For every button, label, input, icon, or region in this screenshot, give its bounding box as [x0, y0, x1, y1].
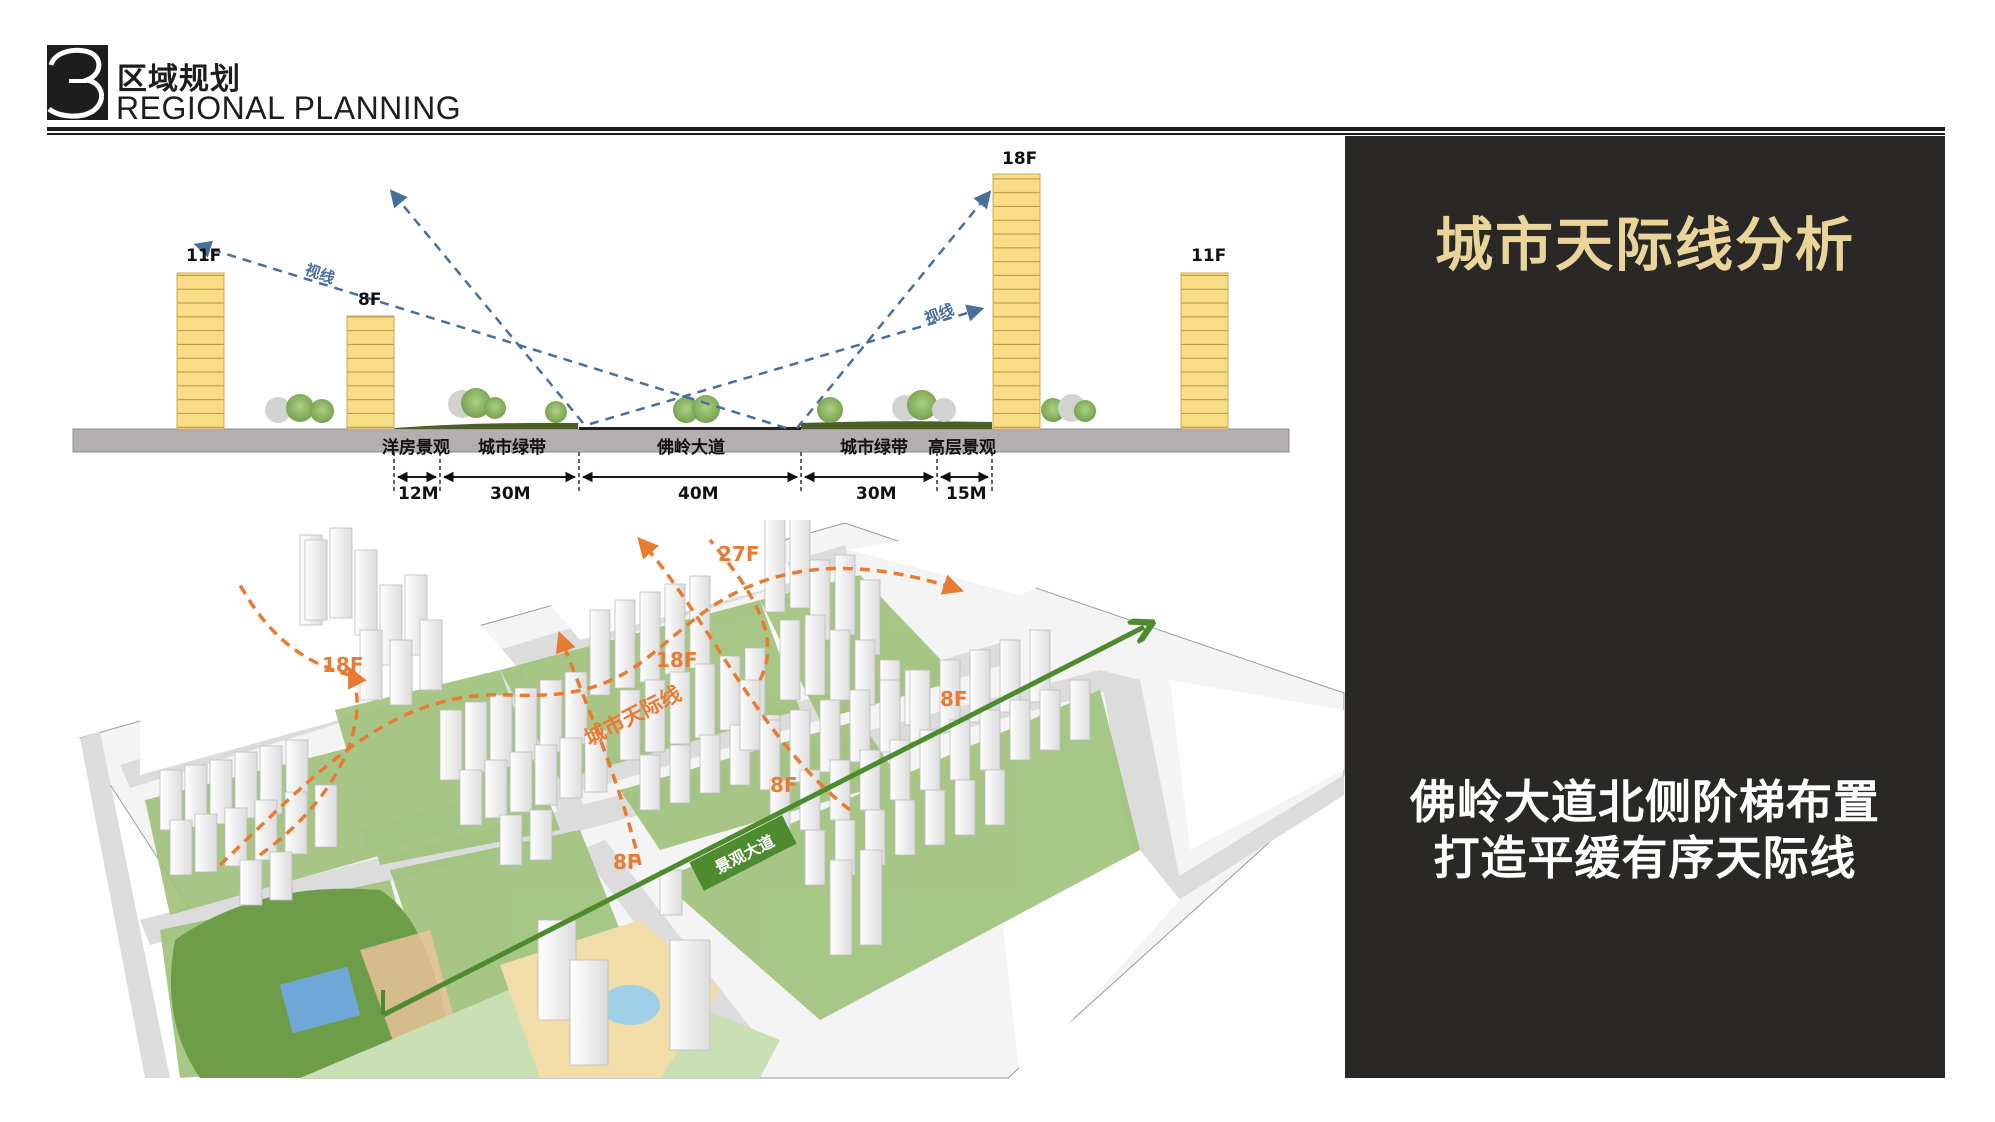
zone-label-villa-landscape: 洋房景观: [382, 438, 450, 458]
pond: [279, 966, 361, 1034]
dimension-label-12m: 12M: [398, 484, 439, 504]
analysis-side-panel: 城市天际线分析 佛岭大道北侧阶梯布置 打造平缓有序天际线: [1345, 136, 1945, 1078]
zone-label-foling-avenue: 佛岭大道: [657, 438, 725, 458]
panel-title: 城市天际线分析: [1434, 211, 1855, 279]
zone-label-green-belt-left: 城市绿带: [478, 438, 546, 458]
skyline-curves: [218, 536, 964, 867]
building-11f-right: [1180, 272, 1229, 430]
trees: [265, 388, 1096, 423]
dimension-label-30m-left: 30M: [490, 484, 531, 504]
height-label-8f-east: 8F: [940, 687, 968, 711]
aerial-drawing: [79, 520, 1345, 1079]
floor-label-8f: 8F: [358, 290, 382, 310]
dimension-label-15m: 15M: [946, 484, 987, 504]
chapter-3-logo-icon: [47, 45, 108, 120]
height-label-8f-west: 8F: [613, 850, 641, 874]
building-18f: [992, 173, 1041, 430]
commercial-towers: [537, 919, 711, 1066]
floor-label-18f: 18F: [1002, 149, 1038, 169]
zone-label-green-belt-right: 城市绿带: [840, 438, 908, 458]
building-8f: [346, 315, 395, 430]
avenue-label-box: [689, 815, 797, 891]
section-drawing: [72, 173, 1290, 492]
height-label-8f-center: 8F: [770, 773, 798, 797]
floor-label-11f-left: 11F: [186, 246, 222, 266]
height-label-18f-west: 18F: [322, 653, 364, 677]
zone-label-highrise-landscape: 高层景观: [928, 438, 996, 458]
building-11f-left: [176, 272, 225, 430]
landscape-avenue-line: [381, 627, 1144, 1018]
panel-description-line-2: 打造平缓有序天际线: [1433, 831, 1857, 885]
panel-description: 佛岭大道北侧阶梯布置 打造平缓有序天际线: [1345, 774, 1945, 886]
panel-description-line-1: 佛岭大道北侧阶梯布置: [1410, 775, 1880, 829]
skyline-section-diagram: 11F 8F 18F 11F 视线 视线 洋房景观 城市绿带 佛岭大道 城市绿带…: [0, 0, 1340, 520]
floor-label-11f-right: 11F: [1191, 246, 1227, 266]
header-divider-thin: [47, 133, 1945, 135]
commercial-pond: [600, 985, 660, 1025]
section-title-cn: 区域规划: [117, 62, 241, 97]
header-divider-thick: [47, 127, 1945, 131]
aerial-site-plan: 18F 18F 27F 8F 8F 8F 城市天际线 景观大道: [60, 520, 1350, 1080]
sight-lines: [193, 189, 992, 430]
section-title-en: REGIONAL PLANNING: [116, 90, 462, 126]
height-label-18f-center: 18F: [656, 648, 698, 672]
dimension-label-40m: 40M: [678, 484, 719, 504]
dimension-label-30m-right: 30M: [856, 484, 897, 504]
height-label-27f: 27F: [718, 542, 760, 566]
